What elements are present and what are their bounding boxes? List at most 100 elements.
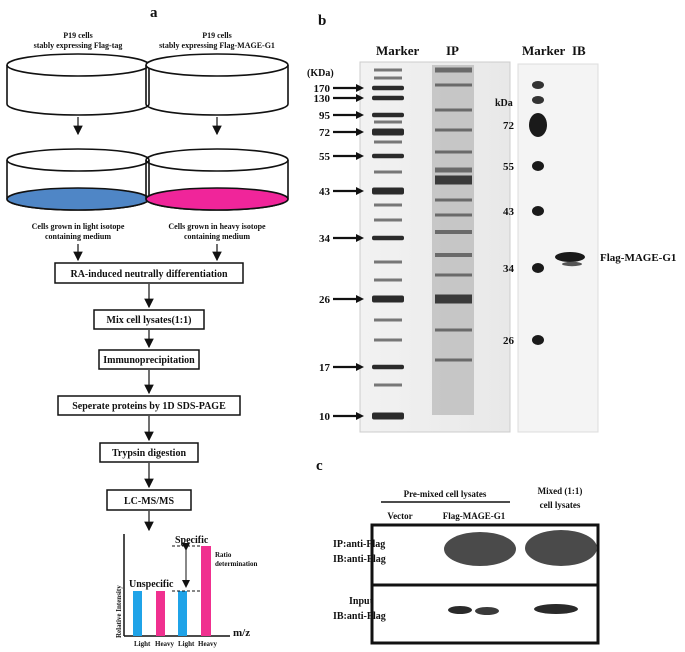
step-2-text: Mix cell lysates(1:1) bbox=[107, 315, 192, 326]
gel-marker-arrowhead bbox=[356, 128, 364, 136]
step-box-1: RA-induced neutrally differentiation bbox=[54, 262, 244, 284]
mixed-label-2: cell lysates bbox=[540, 500, 581, 510]
flag-mage-g1-band bbox=[555, 252, 585, 262]
gel-marker-arrowhead bbox=[356, 412, 364, 420]
ip-band bbox=[435, 83, 472, 87]
blot-kda-unit: kDa bbox=[495, 98, 513, 109]
x-heavy-label-2: Heavy bbox=[198, 640, 218, 648]
gel-ip-label: IP bbox=[446, 43, 459, 58]
step-4-text: Seperate proteins by 1D SDS-PAGE bbox=[72, 401, 226, 412]
ip-band bbox=[435, 328, 472, 332]
gel-marker-bands bbox=[372, 68, 404, 420]
spectrum-ylabel: Relative Intensity bbox=[115, 585, 123, 638]
input-band-flag-2 bbox=[475, 607, 499, 615]
blot-marker-tick-label: 43 bbox=[503, 206, 515, 218]
gel-marker-faint-band bbox=[374, 120, 402, 124]
unspecific-light-bar bbox=[133, 591, 142, 636]
gel-marker-arrowhead bbox=[356, 94, 364, 102]
blot-marker-tick-label: 72 bbox=[503, 120, 515, 132]
left-dish-title-2: stably expressing Flag-tag bbox=[34, 41, 123, 50]
flag-mage-g1-lower-band bbox=[562, 261, 582, 267]
step-3-text: Immunoprecipitation bbox=[103, 355, 195, 366]
blot-strip bbox=[517, 63, 599, 433]
gel-marker-arrowhead bbox=[356, 295, 364, 303]
gel-marker-tick-label: 72 bbox=[319, 127, 331, 139]
right-empty-dish bbox=[145, 53, 289, 116]
light-medium bbox=[6, 187, 150, 211]
input-band-mixed bbox=[534, 604, 578, 614]
gel-marker-tick-label: 17 bbox=[319, 362, 331, 374]
gel-marker-band bbox=[372, 128, 404, 136]
step-6-text: LC-MS/MS bbox=[124, 496, 174, 507]
panel-a-label: a bbox=[150, 5, 158, 21]
ip-band bbox=[435, 253, 472, 257]
flag-lane-label: Flag-MAGE-G1 bbox=[443, 511, 506, 521]
input-band-flag-1 bbox=[448, 606, 472, 614]
row2-label-2: IB:anti-Flag bbox=[333, 611, 386, 622]
ip-band bbox=[435, 67, 472, 73]
ratio-label-1: Ratio bbox=[215, 551, 232, 559]
panel-c-label: c bbox=[316, 458, 323, 474]
blot-marker-faint-band bbox=[532, 96, 544, 104]
x-heavy-label-1: Heavy bbox=[155, 640, 175, 648]
ip-band bbox=[435, 175, 472, 185]
right-medium-2: containing medium bbox=[184, 232, 250, 241]
step-box-2: Mix cell lysates(1:1) bbox=[93, 309, 205, 330]
ip-band bbox=[435, 128, 472, 132]
step-box-6: LC-MS/MS bbox=[106, 489, 192, 511]
ip-band bbox=[435, 150, 472, 154]
blot-marker-band bbox=[532, 263, 544, 273]
left-medium-1: Cells grown in light isotope bbox=[32, 222, 125, 231]
gel-marker-tick-label: 34 bbox=[319, 233, 331, 245]
gel-marker-faint-band bbox=[374, 203, 402, 207]
premixed-label: Pre-mixed cell lysates bbox=[404, 489, 487, 499]
specific-heavy-bar bbox=[201, 546, 211, 636]
gel-marker-band bbox=[372, 85, 404, 91]
ip-band bbox=[435, 294, 472, 304]
ip-band-mixed bbox=[525, 530, 597, 566]
ip-band-flag bbox=[444, 532, 516, 566]
specific-label: Specific bbox=[175, 535, 209, 546]
spectrum-plot: m/z Relative Intensity Unspecific Specif… bbox=[115, 534, 257, 648]
gel-marker-tick-label: 10 bbox=[319, 411, 331, 423]
blot-marker-label: Marker bbox=[522, 43, 566, 58]
vector-label: Vector bbox=[387, 511, 412, 521]
ip-band bbox=[435, 358, 472, 362]
step-box-5: Trypsin digestion bbox=[99, 442, 199, 463]
gel-marker-band bbox=[372, 112, 404, 118]
gel-marker-band bbox=[372, 412, 404, 420]
gel-marker-tick-label: 55 bbox=[319, 151, 331, 163]
left-empty-dish bbox=[6, 53, 150, 116]
blot-marker-tick-label: 55 bbox=[503, 161, 515, 173]
step-1-text: RA-induced neutrally differentiation bbox=[70, 269, 227, 280]
gel-marker-faint-band bbox=[374, 338, 402, 342]
gel-marker-tick-label: 26 bbox=[319, 294, 331, 306]
blot-marker-tick-label: 34 bbox=[503, 263, 515, 275]
gel-marker-faint-band bbox=[374, 260, 402, 264]
gel-marker-faint-band bbox=[374, 318, 402, 322]
blot-ib-label: IB bbox=[572, 43, 586, 58]
gel-marker-faint-band bbox=[374, 140, 402, 144]
left-medium-2: containing medium bbox=[45, 232, 111, 241]
gel-marker-tick-label: 170 bbox=[314, 83, 331, 95]
ratio-label-2: determination bbox=[215, 560, 257, 568]
blot-marker-band bbox=[532, 206, 544, 216]
coomassie-gel bbox=[359, 61, 511, 433]
gel-marker-arrowhead bbox=[356, 111, 364, 119]
gel-marker-tick-label: 130 bbox=[314, 93, 331, 105]
gel-marker-arrowhead bbox=[356, 234, 364, 242]
right-medium-1: Cells grown in heavy isotope bbox=[168, 222, 266, 231]
gel-marker-faint-band bbox=[374, 68, 402, 72]
x-light-label: Light bbox=[134, 640, 151, 648]
kda-unit: (KDa) bbox=[307, 68, 334, 79]
ip-band bbox=[435, 230, 472, 234]
gel-marker-arrowhead bbox=[356, 363, 364, 371]
gel-marker-arrowhead bbox=[356, 152, 364, 160]
blot-marker-bands bbox=[529, 81, 547, 345]
gel-marker-arrowhead bbox=[356, 187, 364, 195]
row1-label-2: IB:anti-Flag bbox=[333, 554, 386, 565]
specific-light-bar bbox=[178, 591, 187, 636]
heavy-medium bbox=[145, 187, 289, 211]
